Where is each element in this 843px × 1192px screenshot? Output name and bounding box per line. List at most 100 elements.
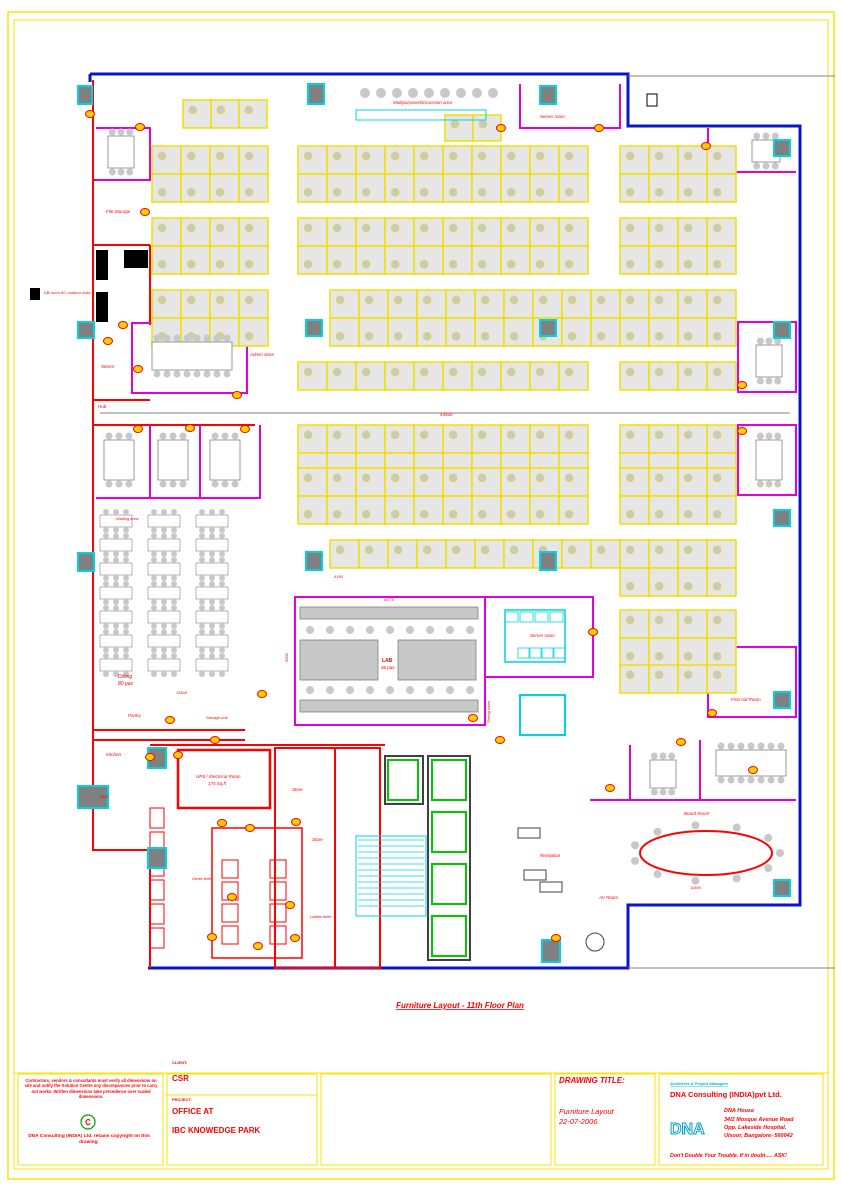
workstation-desk	[151, 173, 182, 203]
dining-chair	[113, 671, 119, 677]
dining-chair	[103, 533, 109, 539]
meeting-chair	[765, 432, 773, 440]
dining-chair	[171, 533, 177, 539]
dining-chair	[199, 629, 205, 635]
workstation-chair	[712, 473, 722, 483]
dining-chair	[209, 581, 215, 587]
title-block-text: Contractors, vendors & consultants must …	[25, 1060, 795, 1159]
workstation-desk	[500, 173, 531, 203]
workstation-desk	[500, 467, 531, 497]
label-gents: Gents toilet	[192, 876, 213, 881]
door-marker	[285, 901, 295, 909]
dining-chair	[199, 605, 205, 611]
workstation-desk	[500, 245, 531, 275]
workstation-chair	[625, 187, 635, 197]
workstation-desk	[238, 245, 269, 275]
label-kitchen: Kitchen	[106, 752, 122, 757]
meeting-chair	[223, 370, 231, 378]
workstation-chair	[506, 367, 516, 377]
dining-table	[195, 586, 229, 600]
meeting-chair	[774, 480, 782, 488]
workstation-desk	[384, 245, 415, 275]
lab-chair	[366, 686, 374, 694]
workstation-desk	[355, 361, 386, 391]
dining-chair	[161, 557, 167, 563]
workstation-chair	[364, 331, 374, 341]
dining-chair	[113, 557, 119, 563]
label-ups: UPS / Electrical Room	[196, 774, 241, 779]
workstation-chair	[157, 259, 167, 269]
copyright-text: DNA Consulting (INDIA) Ltd. retains copy…	[28, 1134, 150, 1146]
workstation-desk	[648, 173, 679, 203]
workstation-chair	[625, 651, 635, 661]
lab-chair	[386, 626, 394, 634]
dining-chair	[151, 623, 157, 629]
dining-chair	[161, 623, 167, 629]
workstation-chair	[625, 670, 635, 680]
workstation-desk	[558, 173, 589, 203]
label-lab-seats: 36 pax	[381, 665, 395, 670]
meeting-chair	[771, 162, 779, 170]
workstation-desk	[151, 289, 182, 319]
door-marker	[103, 337, 113, 345]
dining-chair	[151, 599, 157, 605]
meeting-chair	[183, 370, 191, 378]
dining-chair	[171, 557, 177, 563]
dining-table	[195, 514, 229, 528]
workstation-desk	[238, 289, 269, 319]
workstation-desk	[648, 289, 679, 319]
workstation-chair	[244, 105, 254, 115]
workstation-chair	[332, 473, 342, 483]
discussion-chair	[424, 88, 434, 98]
dining-chair	[219, 599, 225, 605]
dining-table	[195, 562, 229, 576]
label-lab-dim-top: 16770	[383, 597, 395, 602]
note-box	[646, 93, 658, 107]
door-marker	[133, 365, 143, 373]
workstation-desk	[648, 567, 679, 597]
workstation-chair	[335, 331, 345, 341]
meeting-chair	[774, 337, 782, 345]
workstation-chair	[509, 545, 519, 555]
workstation-desk	[297, 217, 328, 247]
dining-chair	[161, 551, 167, 557]
workstation-chair	[332, 509, 342, 519]
workstation-desk	[500, 217, 531, 247]
lab-chair	[346, 626, 354, 634]
label-first-aid: First Aid Room	[731, 697, 761, 702]
meeting-chair	[767, 742, 775, 750]
workstation-chair	[509, 295, 519, 305]
dining-chair	[209, 557, 215, 563]
workstation-desk	[358, 539, 389, 569]
workstation-desk	[706, 317, 737, 347]
workstation-desk	[590, 289, 621, 319]
workstation-chair	[625, 581, 635, 591]
lab-chair	[306, 686, 314, 694]
meeting-chair	[765, 337, 773, 345]
dining-chair	[199, 653, 205, 659]
meeting-chair	[213, 370, 221, 378]
workstation-chair	[364, 545, 374, 555]
dining-chair	[123, 581, 129, 587]
drawing-title-label: DRAWING TITLE:	[559, 1076, 625, 1085]
workstation-chair	[683, 581, 693, 591]
workstation-desk	[355, 245, 386, 275]
dining-chair	[161, 527, 167, 533]
workstation-desk	[209, 145, 240, 175]
meeting-chair	[757, 742, 765, 750]
workstation-desk	[238, 173, 269, 203]
dining-chair	[123, 557, 129, 563]
dining-chair	[151, 527, 157, 533]
dining-table	[147, 658, 181, 672]
meeting-chair	[117, 168, 125, 176]
label-ups-area: 175 Sq.ft	[208, 781, 227, 786]
workstation-chair	[564, 259, 574, 269]
workstation-chair	[625, 331, 635, 341]
workstation-chair	[654, 259, 664, 269]
workstation-chair	[390, 223, 400, 233]
board-chair	[691, 821, 700, 830]
dining-table	[99, 538, 133, 552]
dining-chair	[113, 653, 119, 659]
workstation-chair	[361, 187, 371, 197]
workstation-chair	[654, 430, 664, 440]
